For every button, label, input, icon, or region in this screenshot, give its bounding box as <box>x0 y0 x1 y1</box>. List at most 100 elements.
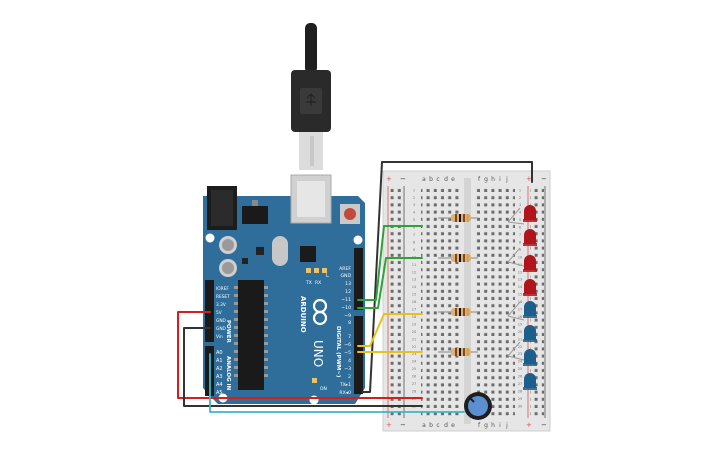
column-letter: f <box>478 176 481 183</box>
row-number: 7 <box>413 233 415 237</box>
led-red[interactable] <box>523 229 537 246</box>
column-letter: h <box>491 422 495 429</box>
row-number: 19 <box>518 322 523 326</box>
row-number: 28 <box>412 389 417 393</box>
pin-label: IOREF <box>216 286 229 292</box>
row-number: 9 <box>413 248 416 252</box>
row-number: 6 <box>519 226 522 230</box>
row-number: 14 <box>412 285 417 289</box>
led-label-rx: RX <box>315 280 321 286</box>
pin-label: 12 <box>345 289 351 295</box>
row-number: 10 <box>518 255 523 259</box>
row-number: 18 <box>518 315 523 319</box>
led-red[interactable] <box>523 205 537 222</box>
digital-section-label: DIGITAL (PWM~) <box>335 326 341 378</box>
power-pin-labels: IOREF RESET 3.3V 5V GND GND Vin <box>216 286 230 340</box>
rail-minus-label: − <box>400 175 406 183</box>
column-letters-bottom: a b c d e f g h i j <box>422 422 508 429</box>
pin-label: RESET <box>216 294 230 300</box>
row-number: 26 <box>518 375 523 379</box>
led-label-tx: TX <box>305 280 312 286</box>
row-number: 20 <box>518 330 523 334</box>
board-model-label: UNO <box>311 340 325 367</box>
resistor[interactable] <box>438 348 478 356</box>
wire-black-gnd-top[interactable] <box>361 161 533 393</box>
row-number: 28 <box>518 389 523 393</box>
row-number: 2 <box>519 196 521 200</box>
resistor[interactable] <box>438 308 478 316</box>
resistor[interactable] <box>438 254 478 262</box>
row-number: 12 <box>412 270 417 274</box>
led-blue[interactable] <box>523 301 537 318</box>
resistors[interactable] <box>438 214 478 356</box>
wire-green-pin11[interactable] <box>357 225 423 301</box>
pin-label: AREF <box>339 266 351 272</box>
row-number: 18 <box>412 315 417 319</box>
led-label-l: L <box>326 273 329 279</box>
column-letter: g <box>484 422 488 429</box>
column-letter: i <box>499 422 501 429</box>
rail-holes-left <box>389 186 403 418</box>
pin-label: A3 <box>216 374 223 380</box>
column-letter: f <box>478 422 481 429</box>
led-blue[interactable] <box>523 373 537 390</box>
row-number: 22 <box>412 345 417 349</box>
column-letter: d <box>444 422 448 429</box>
pin-label: A1 <box>216 358 223 364</box>
wire-yellow-pin6[interactable] <box>357 313 423 347</box>
row-number: 22 <box>518 345 523 349</box>
led-red[interactable] <box>523 255 537 272</box>
usb-cable[interactable] <box>291 23 331 170</box>
row-number: 1 <box>413 188 415 192</box>
pin-label: 4 <box>348 358 351 364</box>
breadboard[interactable]: + − + − + − + − a b c d e f g h i j a b … <box>382 170 551 432</box>
terminal-holes-left <box>421 186 460 418</box>
row-numbers-right: 1234567891011121314151617181920212223242… <box>518 188 523 408</box>
row-number: 15 <box>518 293 523 297</box>
led-blue[interactable] <box>523 349 537 366</box>
led-blue[interactable] <box>523 325 537 342</box>
pin-label: GND <box>340 273 351 279</box>
column-letter: d <box>444 176 448 183</box>
row-number: 8 <box>413 240 416 244</box>
row-number: 24 <box>518 360 523 364</box>
pin-label: 8 <box>348 320 351 326</box>
led-red[interactable] <box>523 279 537 296</box>
resistor[interactable] <box>438 214 478 222</box>
pin-label: 3.3V <box>216 302 226 308</box>
column-letter: e <box>451 422 455 429</box>
wire-red-5v[interactable] <box>177 311 423 399</box>
row-number: 30 <box>518 404 523 408</box>
wires[interactable] <box>177 161 533 413</box>
pin-label: ~6 <box>344 342 351 348</box>
wire-cyan-a0[interactable] <box>209 353 465 413</box>
column-letter: i <box>499 176 501 183</box>
wire-green-pin10[interactable] <box>357 257 423 309</box>
leds[interactable] <box>523 205 537 390</box>
pin-label: 7 <box>348 334 351 340</box>
potentiometer[interactable] <box>464 392 492 420</box>
row-number: 15 <box>412 293 417 297</box>
row-number: 19 <box>412 322 417 326</box>
digital-header-low[interactable] <box>354 316 363 394</box>
terminal-holes-right <box>476 186 515 418</box>
digital-header-high[interactable] <box>354 248 363 310</box>
arduino-uno-board[interactable]: L TX RX ON ARDUINO UNO POWER ANALOG IN D… <box>203 174 365 405</box>
row-number: 13 <box>518 278 523 282</box>
row-number: 25 <box>518 367 523 371</box>
row-number: 20 <box>412 330 417 334</box>
rail-plus-label: + <box>526 175 532 183</box>
led-label-on: ON <box>320 386 327 392</box>
pin-label: ~3 <box>344 366 351 372</box>
column-letters-top: a b c d e f g h i j <box>422 176 508 183</box>
row-number: 3 <box>519 203 521 207</box>
wire-black-gnd[interactable] <box>183 327 423 407</box>
row-number: 8 <box>519 240 522 244</box>
column-letter: a <box>422 176 426 183</box>
row-number: 12 <box>518 270 523 274</box>
row-number: 27 <box>412 382 417 386</box>
row-number: 11 <box>412 263 417 267</box>
row-number: 17 <box>518 308 523 312</box>
row-number: 21 <box>412 337 417 341</box>
